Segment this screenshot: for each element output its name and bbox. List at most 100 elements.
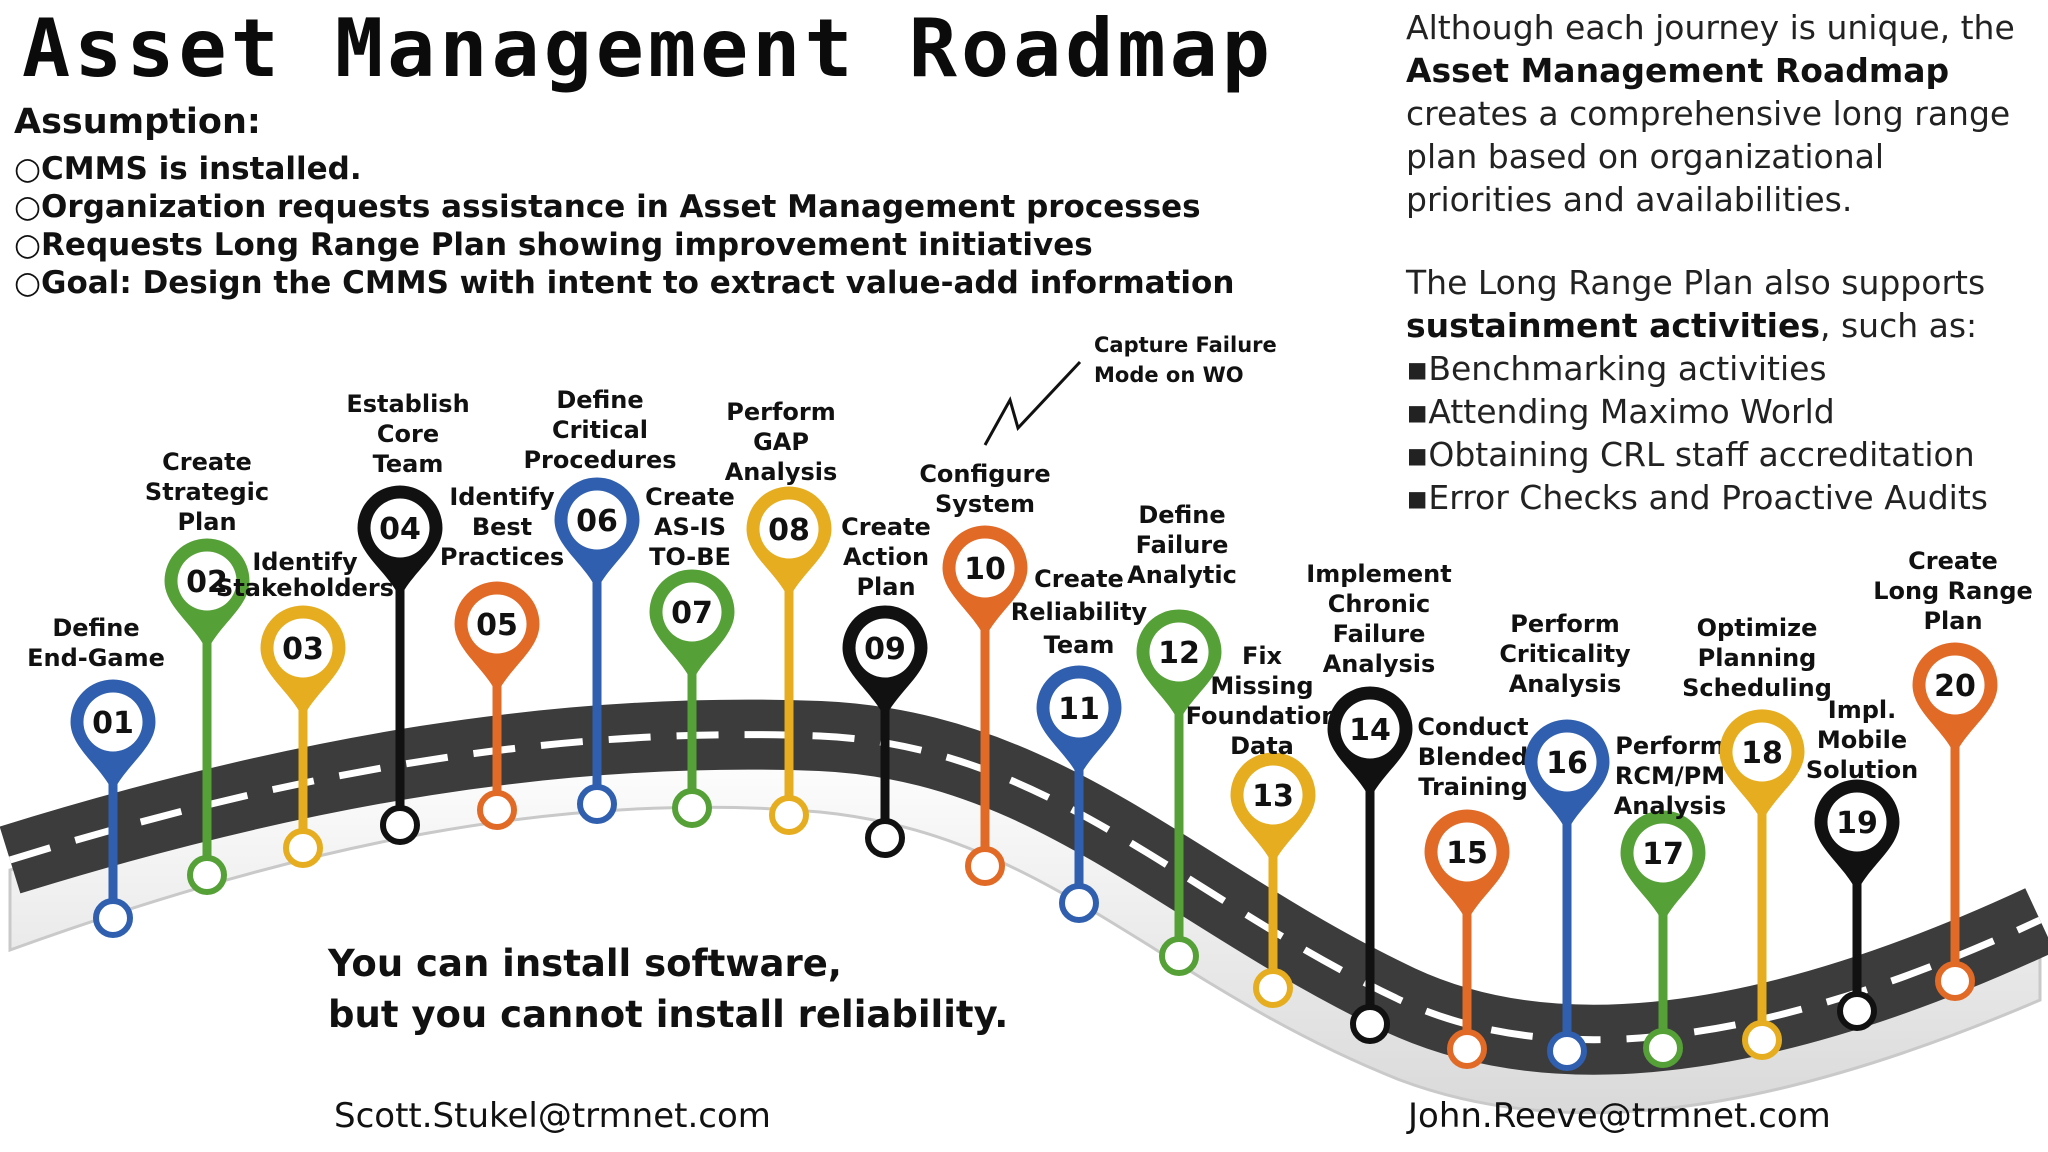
step-label-line: Create	[645, 483, 735, 511]
step-number: 05	[476, 608, 518, 643]
step-label-line: Optimize	[1697, 614, 1818, 642]
step-label-line: Strategic	[145, 478, 269, 506]
pin-center	[855, 618, 915, 678]
pin-center	[955, 538, 1015, 598]
step-label-line: Create	[1034, 565, 1124, 593]
pin-center	[1049, 678, 1109, 738]
step-number: 10	[964, 552, 1006, 587]
step-label-line: Long Range	[1873, 577, 2033, 605]
step-number: 09	[864, 632, 906, 667]
pin-base	[93, 898, 133, 938]
step-label-line: Procedures	[523, 446, 676, 474]
sustainment-bullet-3: ▪Obtaining CRL staff accreditation	[1406, 435, 1975, 474]
step-label-line: Best	[472, 513, 532, 541]
step-label-line: Implement	[1306, 560, 1451, 588]
step-number: 06	[576, 504, 618, 539]
step-label-line: Define	[1138, 501, 1225, 529]
step-label-line: Plan	[177, 508, 236, 536]
assumptions-block: Assumption: ○CMMS is installed. ○Organiz…	[14, 102, 1234, 302]
step-number: 02	[186, 565, 228, 600]
pin-base	[1742, 1020, 1782, 1060]
quote-line-2: but you cannot install reliability.	[328, 993, 1009, 1036]
step-label-line: Create	[841, 513, 931, 541]
step-label-line: Team	[1044, 631, 1115, 659]
step-label-line: Impl.	[1828, 696, 1896, 724]
step-number: 18	[1741, 736, 1783, 771]
pin-base	[865, 818, 905, 858]
step-label-line: Establish	[346, 390, 469, 418]
step-label-line: Define	[52, 614, 139, 642]
step-label-line: Analytic	[1127, 561, 1237, 589]
pin-base	[477, 790, 517, 830]
pin-center	[1732, 722, 1792, 782]
quote-line-1: You can install software,	[328, 942, 842, 985]
email-left[interactable]: Scott.Stukel@trmnet.com	[334, 1096, 771, 1136]
step-number: 12	[1158, 636, 1200, 671]
step-label-line: Conduct	[1417, 713, 1528, 741]
step-label-line: Failure	[1333, 620, 1426, 648]
pin-base	[380, 805, 420, 845]
step-label-line: Analysis	[1509, 670, 1622, 698]
pin-base	[187, 855, 227, 895]
pin-base	[1350, 1004, 1390, 1044]
step-label-line: Failure	[1136, 531, 1229, 559]
email-right[interactable]: John.Reeve@trmnet.com	[1408, 1096, 1831, 1136]
quote: You can install software, but you cannot…	[328, 938, 1008, 1040]
annotation-line-1: Capture Failure	[1094, 333, 1277, 357]
pin-center	[759, 499, 819, 559]
step-label-line: End-Game	[27, 644, 165, 672]
pin-base	[672, 788, 712, 828]
step-label-line: Missing	[1210, 672, 1313, 700]
step-label-line: GAP	[753, 428, 809, 456]
step-label-line: RCM/PM	[1615, 762, 1725, 790]
step-label-line: Identify	[449, 483, 555, 511]
page-title: Asset Management Roadmap	[22, 2, 1274, 95]
pin-base	[965, 846, 1005, 886]
step-number: 01	[92, 706, 134, 741]
pin-base	[1837, 991, 1877, 1031]
sustainment-bullet-1: ▪Benchmarking activities	[1406, 349, 1827, 388]
step-label-line: Practices	[440, 543, 564, 571]
step-number: 17	[1642, 837, 1684, 872]
step-number: 19	[1836, 806, 1878, 841]
pin-center	[1149, 622, 1209, 682]
pin-base	[1935, 961, 1975, 1001]
step-label-line: Chronic	[1328, 590, 1431, 618]
pin-center	[1827, 792, 1887, 852]
pin-center	[1633, 823, 1693, 883]
sustainment-bullet-2: ▪Attending Maximo World	[1406, 392, 1835, 431]
pin-base	[1447, 1029, 1487, 1069]
pin-center	[1243, 765, 1303, 825]
step-number: 15	[1446, 836, 1488, 871]
step-label-line: TO-BE	[649, 543, 731, 571]
pin-base	[1159, 936, 1199, 976]
step-label-line: Analysis	[1614, 792, 1727, 820]
step-label-line: Analysis	[725, 458, 838, 486]
step-number: 04	[379, 512, 421, 547]
step-number: 13	[1252, 779, 1294, 814]
step-label-line: Analysis	[1323, 650, 1436, 678]
assumption-item-4: ○Goal: Design the CMMS with intent to ex…	[14, 265, 1235, 301]
pin-base	[1253, 968, 1293, 1008]
pin-base	[1547, 1031, 1587, 1071]
pin-base	[577, 784, 617, 824]
step-label-line: Solution	[1806, 756, 1918, 784]
annotation-line-2: Mode on WO	[1094, 363, 1244, 387]
step-label-line: Fix	[1242, 642, 1283, 670]
step-label-line: Create	[162, 448, 252, 476]
pin-base	[769, 795, 809, 835]
pin-center	[1340, 699, 1400, 759]
step-number: 14	[1349, 713, 1391, 748]
step-label-line: Team	[373, 450, 444, 478]
step-label-line: Configure	[919, 460, 1050, 488]
intro-text: Although each journey is unique, the Ass…	[1406, 6, 2036, 519]
